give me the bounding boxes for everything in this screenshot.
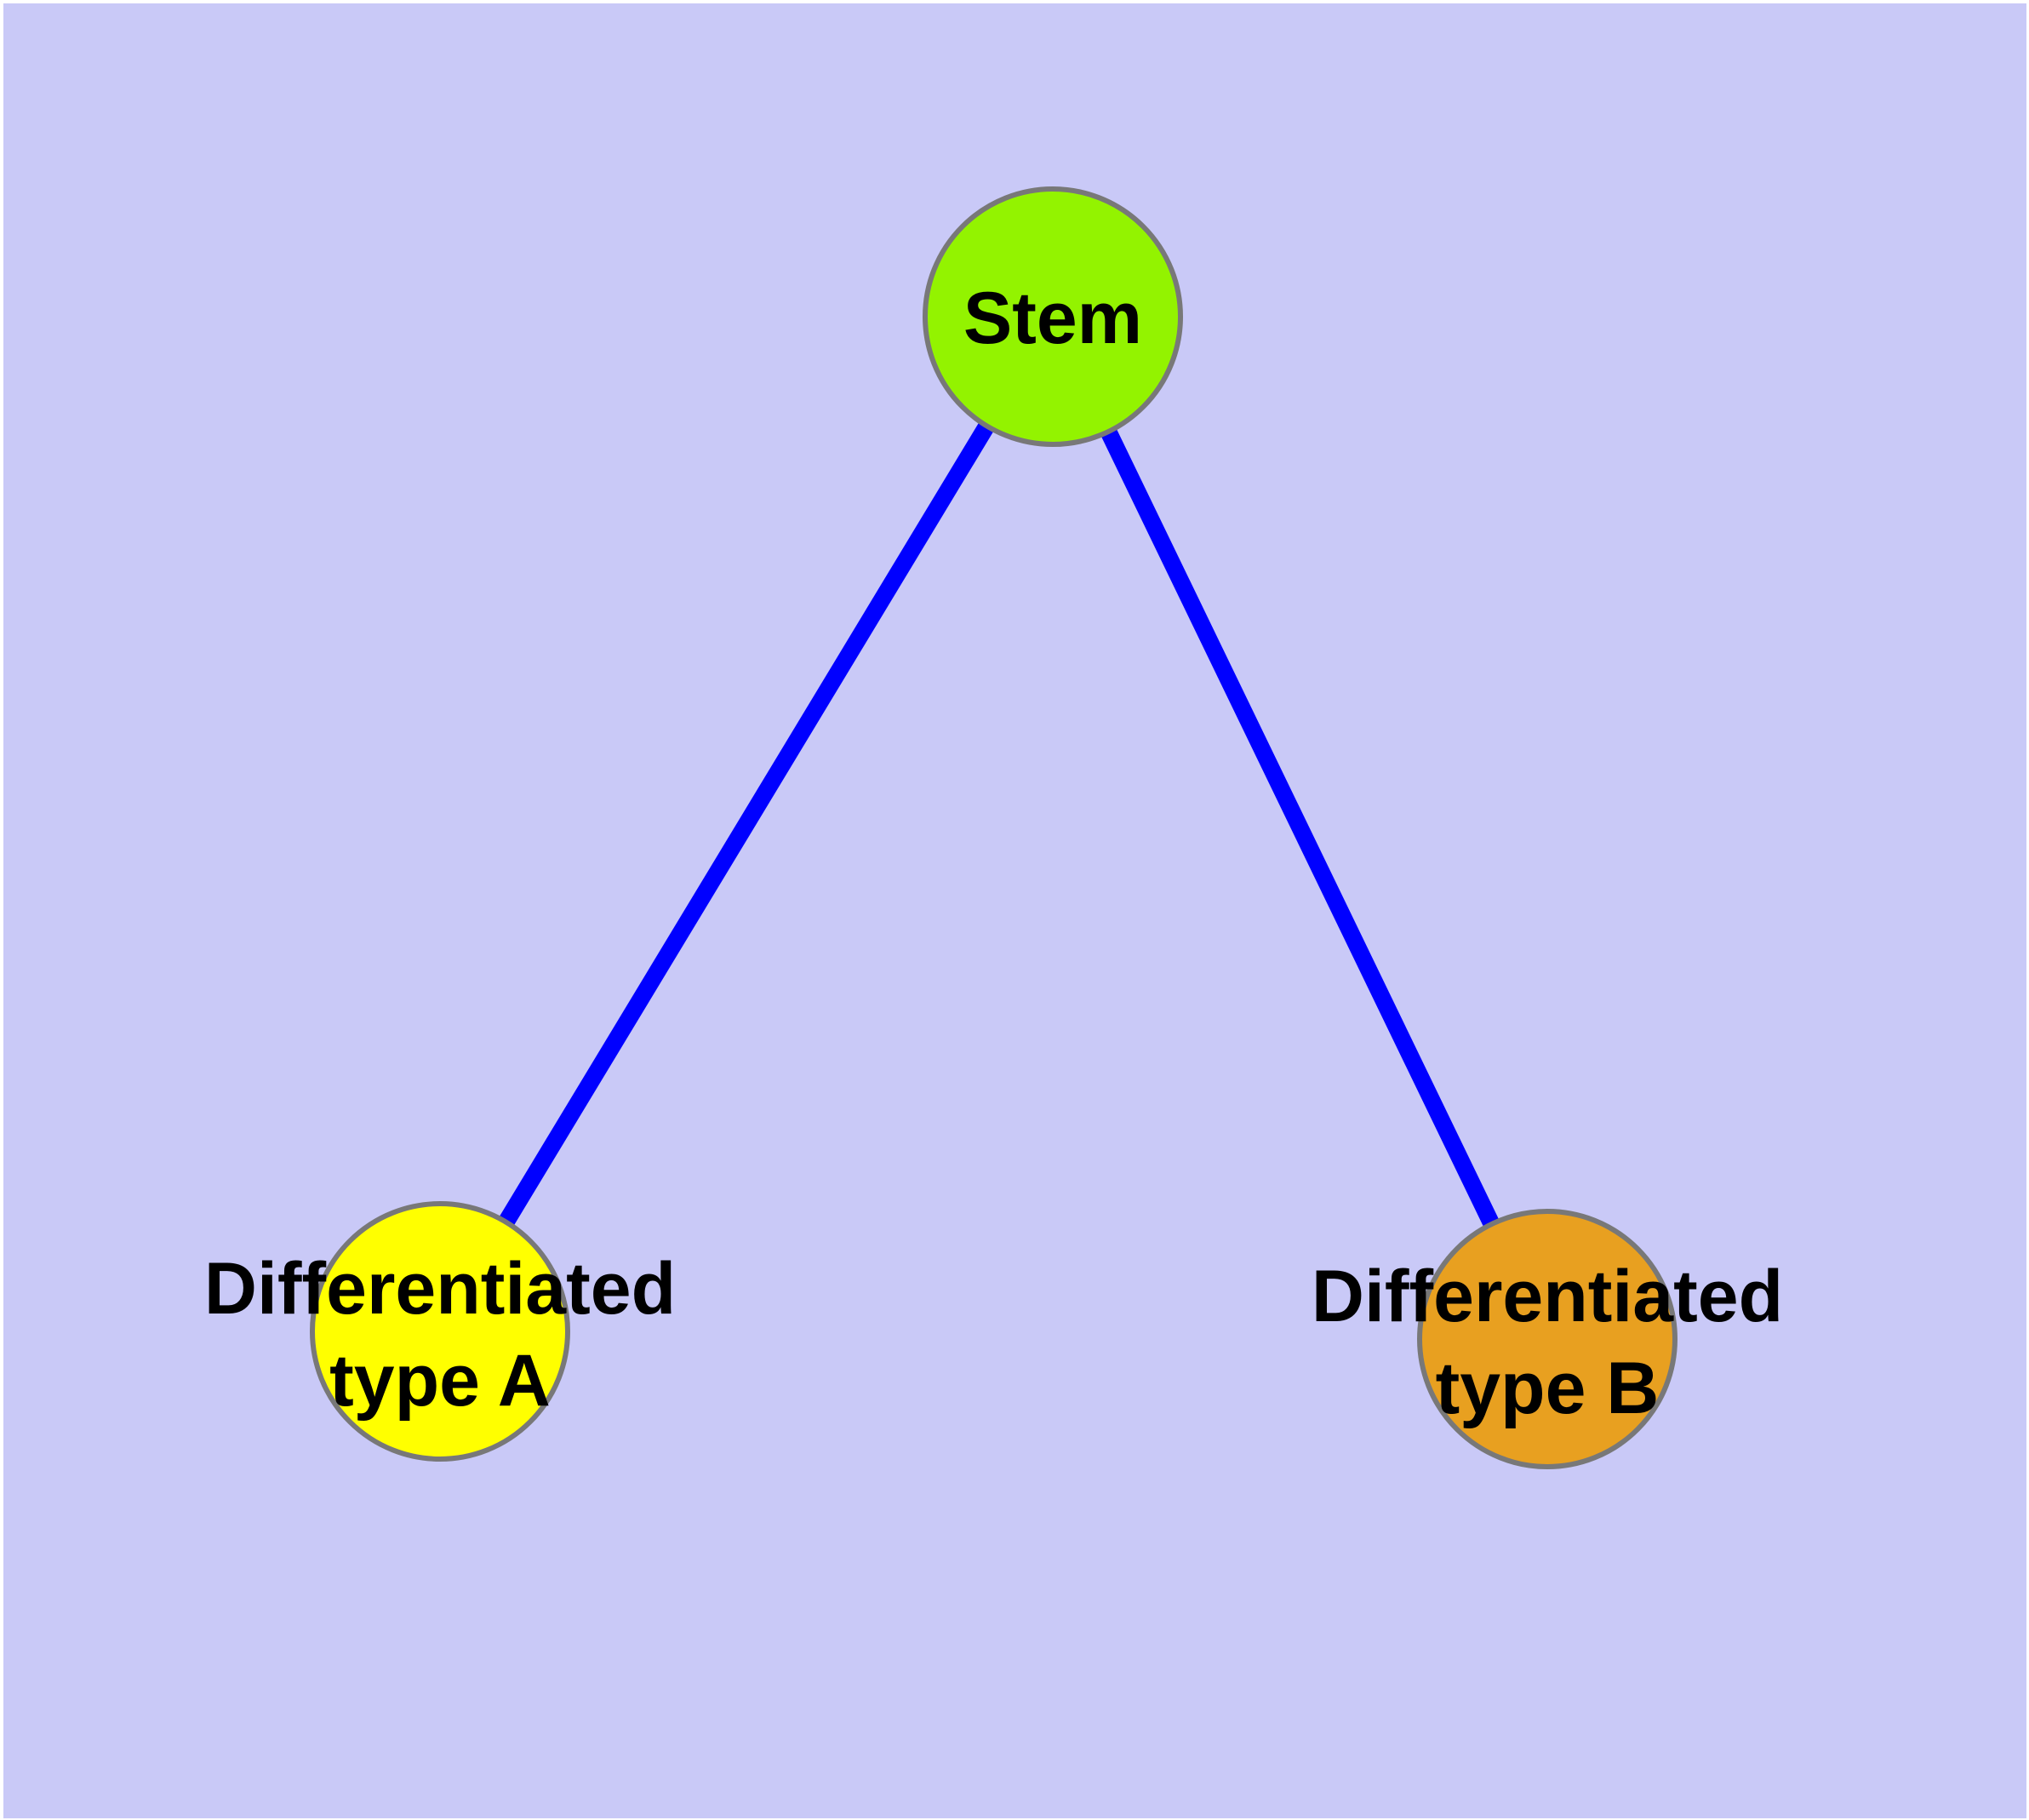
node-type-a-label-line2: type A [329,1340,551,1422]
node-stem-label: Stem [963,278,1142,359]
node-type-b-circle [1417,1209,1677,1469]
edge-stem-to-type-b [1044,312,1556,1343]
edge-stem-to-type-a [432,312,1060,1336]
node-differentiated-type-b: Differentiated type B [1312,1209,1783,1469]
node-type-b-label-line2: type B [1436,1348,1660,1429]
node-type-b-label-line1: Differentiated [1312,1256,1783,1337]
node-stem: Stem [923,186,1183,447]
node-stem-circle [923,186,1183,447]
node-type-a-label-line1: Differentiated [204,1248,676,1330]
node-differentiated-type-a: Differentiated type A [204,1201,676,1462]
node-type-a-circle [310,1201,570,1462]
